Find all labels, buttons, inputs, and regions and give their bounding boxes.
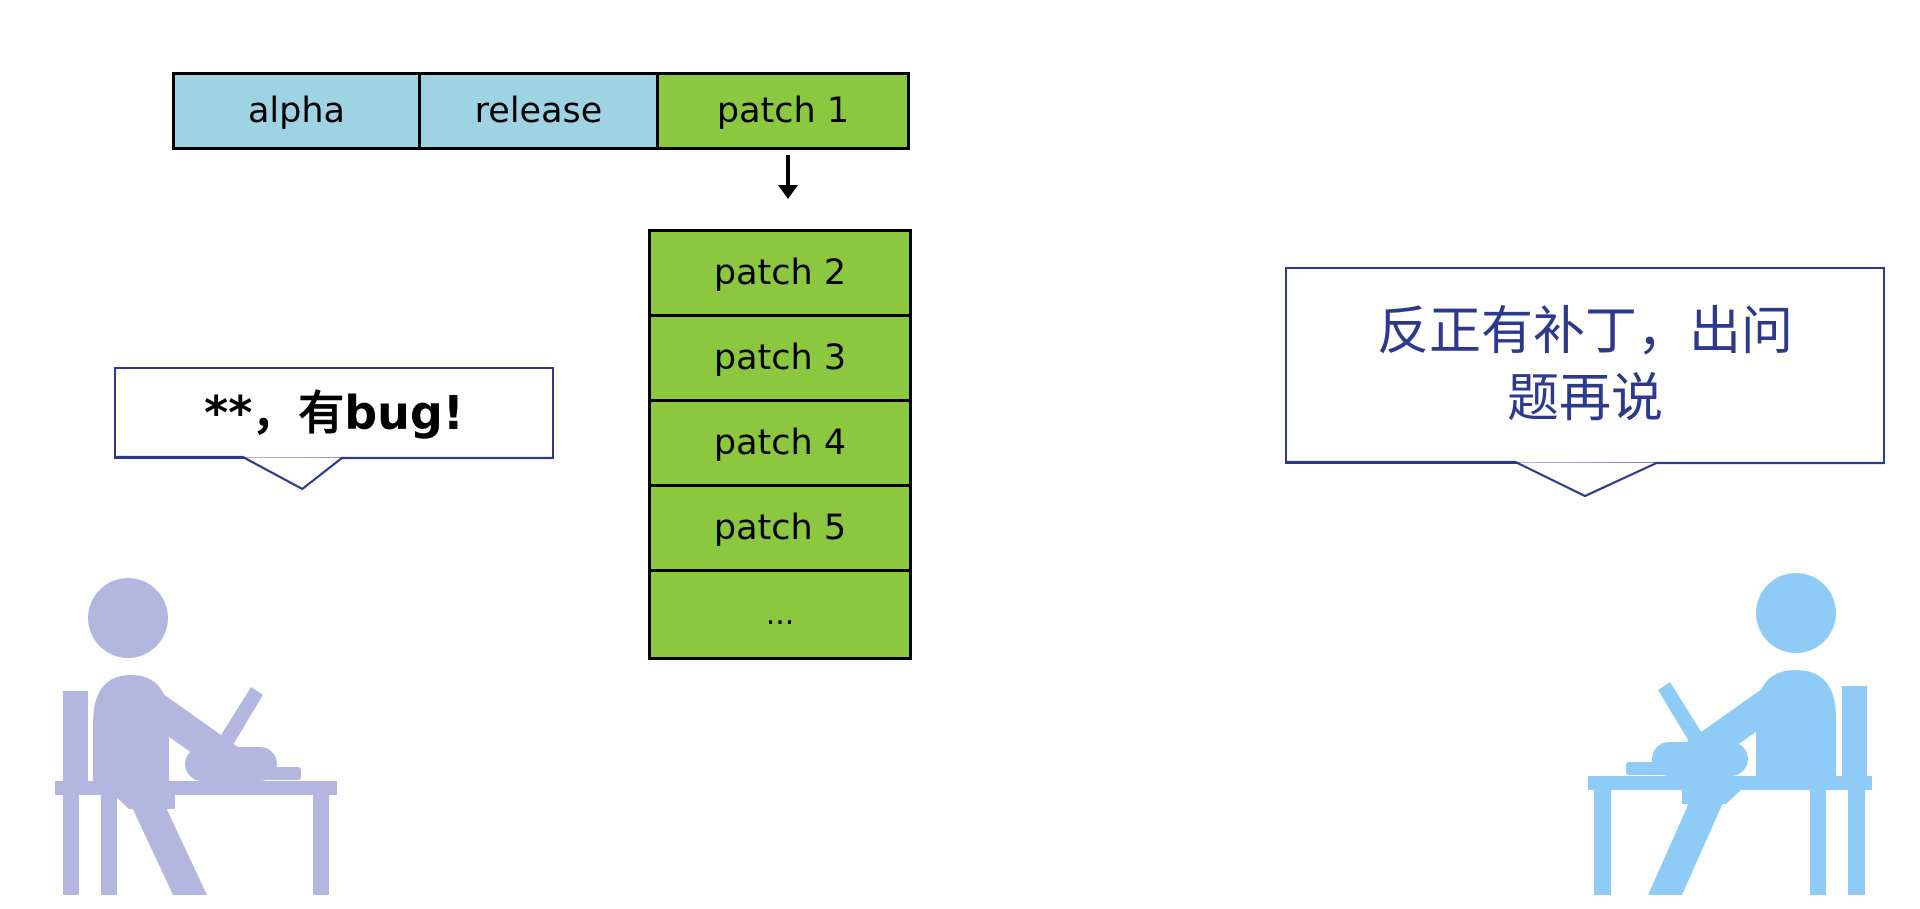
speech-bubble-right-tail — [1287, 460, 1883, 498]
speech-bubble-left: **，有bug! — [114, 367, 554, 491]
speech-bubble-left-text: **，有bug! — [204, 385, 464, 440]
timeline-cell-release[interactable]: release — [421, 75, 659, 147]
patch-stack-cell-patch-4[interactable]: patch 4 — [651, 402, 909, 487]
timeline-cell-patch-1[interactable]: patch 1 — [659, 75, 907, 147]
patch-stack-cell-patch-2[interactable]: patch 2 — [651, 232, 909, 317]
speech-bubble-right-text: 反正有补丁，出问 题再说 — [1343, 299, 1827, 432]
patch-stack-cell-patch-5[interactable]: patch 5 — [651, 487, 909, 572]
person-at-laptop-right — [1588, 573, 1872, 895]
timeline-cell-alpha[interactable]: alpha — [175, 75, 421, 147]
speech-bubble-right: 反正有补丁，出问 题再说 — [1285, 267, 1885, 498]
person-at-laptop-left — [55, 578, 337, 895]
patch-stack-cell-ellipsis[interactable]: ... — [651, 572, 909, 657]
release-timeline: alpha release patch 1 — [172, 72, 910, 150]
down-arrow-icon — [778, 155, 798, 199]
patch-stack-cell-patch-3[interactable]: patch 3 — [651, 317, 909, 402]
speech-bubble-left-tail — [116, 455, 552, 491]
speech-bubble-right-line-2: 题再说 — [1506, 368, 1663, 429]
patch-stack: patch 2 patch 3 patch 4 patch 5 ... — [648, 229, 912, 660]
speech-bubble-right-line-1: 反正有补丁，出问 — [1376, 301, 1793, 362]
